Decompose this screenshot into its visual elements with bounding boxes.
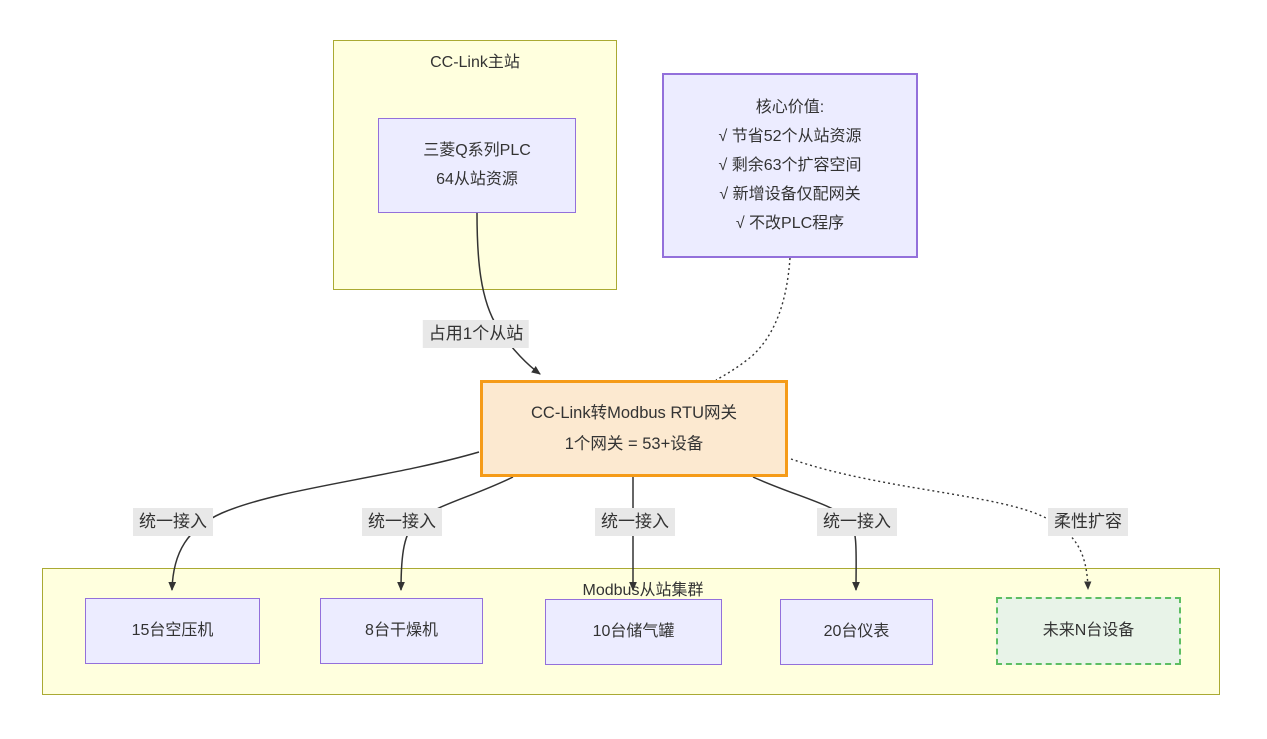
edge-label-unified-3: 统一接入 <box>595 508 675 537</box>
plc-node: 三菱Q系列PLC 64从站资源 <box>378 118 576 213</box>
future-device-node: 未来N台设备 <box>996 597 1181 665</box>
device-node-meters: 20台仪表 <box>780 599 933 665</box>
device-node-air-tanks: 10台储气罐 <box>545 599 722 665</box>
device-node-label: 20台仪表 <box>823 622 890 640</box>
modbus-cluster-title: Modbus从站集群 <box>582 582 704 599</box>
edge-plc-to-gateway <box>476 212 541 375</box>
device-node-label: 10台储气罐 <box>592 622 675 640</box>
edge-label-unified-4: 统一接入 <box>817 508 897 537</box>
future-device-label: 未来N台设备 <box>1042 621 1135 639</box>
edge-label-unified-1: 统一接入 <box>133 508 213 537</box>
gateway-line2: 1个网关 = 53+设备 <box>564 434 704 453</box>
value-title: 核心价值: <box>755 98 825 116</box>
value-item: √ 新增设备仅配网关 <box>719 186 861 204</box>
edge-gateway-to-future <box>790 458 1092 590</box>
plc-node-line1: 三菱Q系列PLC <box>423 141 531 159</box>
edge-value-to-gateway <box>715 257 791 381</box>
value-callout-node: 核心价值: √ 节省52个从站资源 √ 剩余63个扩容空间 √ 新增设备仅配网关… <box>662 73 918 258</box>
edge-label-occupy: 占用1个从站 <box>422 320 530 349</box>
edge-label-flexible: 柔性扩容 <box>1048 508 1128 537</box>
cclink-master-title: CC-Link主站 <box>430 54 520 71</box>
plc-node-line2: 64从站资源 <box>436 170 518 188</box>
device-node-label: 8台干燥机 <box>365 621 438 639</box>
edge-label-unified-2: 统一接入 <box>362 508 442 537</box>
device-node-label: 15台空压机 <box>131 621 214 639</box>
value-item: √ 不改PLC程序 <box>735 215 845 233</box>
value-item: √ 节省52个从站资源 <box>718 127 862 145</box>
gateway-line1: CC-Link转Modbus RTU网关 <box>531 403 737 422</box>
gateway-node: CC-Link转Modbus RTU网关 1个网关 = 53+设备 <box>480 380 788 477</box>
value-item: √ 剩余63个扩容空间 <box>718 156 862 174</box>
device-node-air-compressors: 15台空压机 <box>85 598 260 664</box>
edge-gateway-to-compressors <box>168 451 480 592</box>
device-node-dryers: 8台干燥机 <box>320 598 483 664</box>
